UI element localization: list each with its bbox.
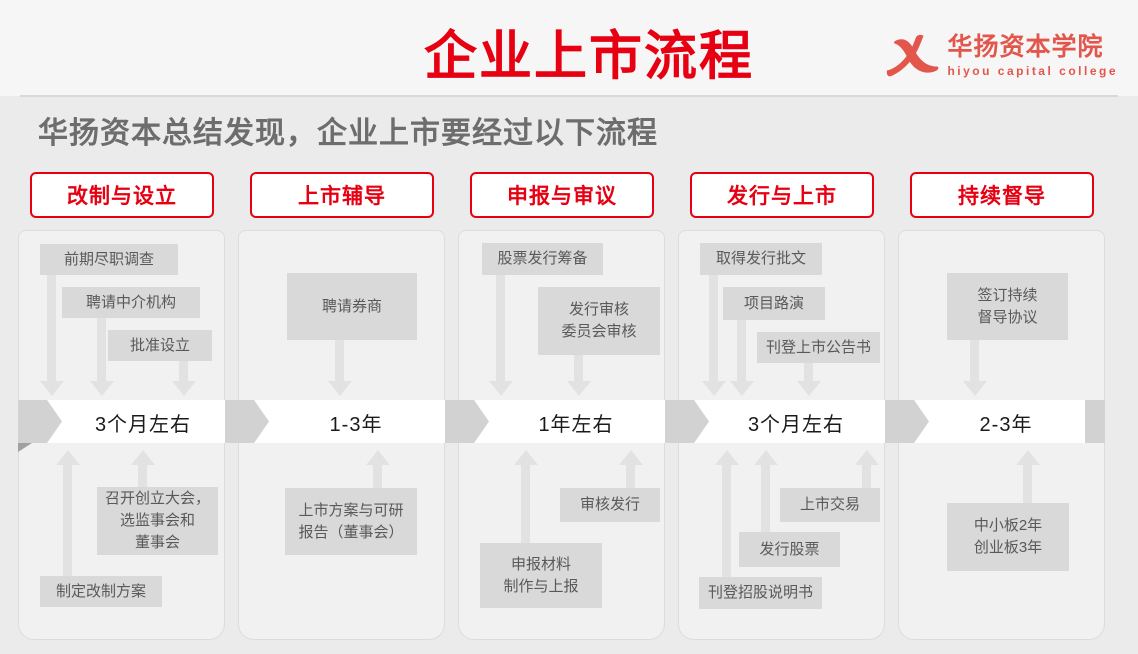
- process-box: 制定改制方案: [40, 576, 162, 607]
- down-arrow: [496, 275, 505, 381]
- process-box: 签订持续 督导协议: [947, 273, 1068, 340]
- stage-header-5: 持续督导: [910, 172, 1094, 218]
- process-box: 项目路演: [723, 287, 825, 320]
- stage-header-1: 改制与设立: [30, 172, 214, 218]
- up-arrow-head-icon: [715, 450, 739, 465]
- timeline-endcap: [1085, 400, 1105, 443]
- up-arrow-head-icon: [131, 450, 155, 465]
- process-box: 前期尽职调查: [40, 244, 178, 275]
- process-box: 股票发行筹备: [482, 243, 603, 275]
- process-box: 取得发行批文: [700, 243, 822, 275]
- up-arrow-head-icon: [754, 450, 778, 465]
- up-arrow: [63, 465, 72, 576]
- stage-header-2: 上市辅导: [250, 172, 434, 218]
- process-box: 发行股票: [739, 532, 840, 567]
- down-arrow: [179, 361, 188, 381]
- up-arrow-head-icon: [619, 450, 643, 465]
- down-arrow: [737, 320, 746, 381]
- process-box: 中小板2年 创业板3年: [947, 503, 1069, 571]
- up-arrow: [521, 465, 530, 543]
- down-arrow-head-icon: [730, 381, 754, 396]
- down-arrow: [574, 355, 583, 381]
- subtitle: 华扬资本总结发现，企业上市要经过以下流程: [38, 117, 658, 150]
- up-arrow-head-icon: [514, 450, 538, 465]
- logo-mark-icon: [887, 34, 939, 77]
- process-box: 聘请券商: [287, 273, 417, 340]
- process-box: 上市方案与可研 报告（董事会）: [285, 488, 417, 555]
- down-arrow: [709, 275, 718, 381]
- process-box: 审核发行: [560, 488, 660, 522]
- up-arrow-head-icon: [1016, 450, 1040, 465]
- up-arrow-head-icon: [855, 450, 879, 465]
- duration-label-1: 3个月左右: [94, 414, 192, 436]
- down-arrow-head-icon: [328, 381, 352, 396]
- logo-text: 华扬资本学院 hiyou capital college: [947, 34, 1118, 78]
- down-arrow-head-icon: [90, 381, 114, 396]
- logo-name-en: hiyou capital college: [947, 63, 1118, 78]
- up-arrow: [722, 465, 731, 577]
- down-arrow-head-icon: [567, 381, 591, 396]
- duration-label-2: 1-3年: [329, 414, 383, 436]
- process-box: 召开创立大会， 选监事会和 董事会: [97, 487, 218, 555]
- down-arrow: [97, 318, 106, 381]
- process-box: 刊登上市公告书: [757, 332, 880, 363]
- down-arrow: [970, 340, 979, 381]
- down-arrow-head-icon: [963, 381, 987, 396]
- process-box: 聘请中介机构: [62, 287, 200, 318]
- process-box: 批准设立: [108, 330, 212, 361]
- down-arrow-head-icon: [40, 381, 64, 396]
- top-bar: [0, 0, 1138, 96]
- logo: 华扬资本学院 hiyou capital college: [883, 32, 1118, 80]
- down-arrow-head-icon: [702, 381, 726, 396]
- up-arrow-head-icon: [366, 450, 390, 465]
- duration-label-4: 3个月左右: [747, 414, 845, 436]
- stage-header-4: 发行与上市: [690, 172, 874, 218]
- duration-label-5: 2-3年: [979, 414, 1033, 436]
- up-arrow: [626, 465, 635, 488]
- down-arrow: [335, 340, 344, 381]
- up-arrow: [373, 465, 382, 488]
- down-arrow: [804, 363, 813, 381]
- down-arrow-head-icon: [797, 381, 821, 396]
- down-arrow-head-icon: [172, 381, 196, 396]
- stage-header-3: 申报与审议: [470, 172, 654, 218]
- process-box: 申报材料 制作与上报: [480, 543, 602, 608]
- divider: [20, 95, 1118, 97]
- up-arrow-head-icon: [56, 450, 80, 465]
- page-title: 企业上市流程: [424, 27, 754, 86]
- up-arrow: [1023, 465, 1032, 503]
- process-box: 上市交易: [780, 488, 880, 522]
- process-box: 刊登招股说明书: [699, 577, 822, 609]
- up-arrow: [862, 465, 871, 488]
- up-arrow: [138, 465, 147, 487]
- ribbon-fold-icon: [18, 443, 32, 452]
- duration-label-3: 1年左右: [538, 414, 614, 436]
- down-arrow-head-icon: [489, 381, 513, 396]
- logo-name-cn: 华扬资本学院: [947, 33, 1104, 62]
- down-arrow: [47, 275, 56, 381]
- up-arrow: [761, 465, 770, 532]
- process-box: 发行审核 委员会审核: [538, 287, 660, 355]
